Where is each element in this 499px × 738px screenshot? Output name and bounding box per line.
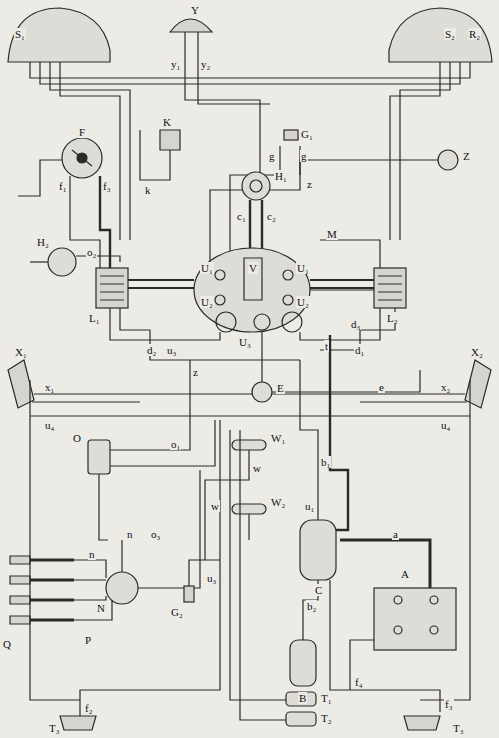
callout-letter: o₃	[150, 528, 161, 540]
callout-letter: K	[162, 116, 172, 128]
callout-letter: Y	[190, 4, 200, 16]
callout-letter: o₁	[170, 438, 181, 450]
callout-letter: Z	[462, 150, 471, 162]
callout-letter: O	[72, 432, 82, 444]
callout-letter: b₂	[306, 600, 317, 612]
callout-letter: d₁	[354, 344, 365, 356]
callout-letter: P	[84, 634, 92, 646]
callout-letter: o₂	[86, 246, 97, 258]
callout-letter: a	[392, 528, 399, 540]
callout-letter: L₂	[386, 312, 399, 324]
callout-letter: U₁	[200, 262, 214, 274]
callout-letter: R₂	[468, 28, 481, 40]
callout-letter: u₄	[44, 419, 55, 431]
callout-letter: T₃	[48, 722, 61, 734]
callout-letter: f₃	[102, 180, 112, 192]
callout-letter: x₁	[44, 381, 55, 393]
callout-letter: n	[126, 528, 134, 540]
callout-letter: k	[144, 184, 152, 196]
callout-letter: f₃	[444, 698, 454, 710]
callout-letter: U₃	[238, 336, 252, 348]
callout-letter: u₁	[304, 500, 315, 512]
callout-letter: u₃	[166, 344, 177, 356]
callout-letter: u₃	[206, 572, 217, 584]
callout-letter: C	[314, 584, 323, 596]
callout-letter: g	[268, 150, 276, 162]
callout-letter: n	[88, 548, 96, 560]
callout-letter: w	[210, 500, 220, 512]
callout-letter: T₃	[452, 722, 465, 734]
callout-letter: Q	[2, 638, 12, 650]
callout-letter: V	[248, 262, 258, 274]
callout-letter: W₂	[270, 496, 286, 508]
callout-letter: B	[298, 692, 307, 704]
callout-letter: e	[378, 381, 385, 393]
callout-letter: G₂	[170, 606, 184, 618]
callout-letter: f₂	[84, 702, 94, 714]
callout-letter: H₂	[36, 236, 50, 248]
callout-letter: t	[324, 340, 329, 352]
callout-letter: b₁	[320, 456, 331, 468]
callout-letter: c₂	[266, 210, 277, 222]
callout-letter: E	[276, 382, 285, 394]
callout-letter: X₂	[470, 346, 484, 358]
callout-letter: z	[306, 178, 313, 190]
callout-letter: w	[252, 462, 262, 474]
callout-letter: M	[326, 228, 338, 240]
callout-letter: y₂	[200, 58, 211, 70]
callout-letter: F	[78, 126, 86, 138]
callout-letter: X₁	[14, 346, 28, 358]
callout-letter: d₃	[350, 318, 361, 330]
callout-letter: N	[96, 602, 106, 614]
callout-letter: L₁	[88, 312, 101, 324]
callout-letter: U₂	[200, 296, 214, 308]
callout-letter: d₂	[146, 344, 157, 356]
callout-letter: G₁	[300, 128, 314, 140]
callout-letter: U₁	[296, 262, 310, 274]
callout-letter: f₁	[58, 180, 68, 192]
callout-letter: c₁	[236, 210, 247, 222]
callout-letter: S₂	[444, 28, 456, 40]
callout-letter: f₄	[354, 676, 364, 688]
callout-letter: T₁	[320, 692, 333, 704]
callout-letter: z	[192, 366, 199, 378]
callout-letter: H₁	[274, 170, 288, 182]
callout-letter: u₄	[440, 419, 451, 431]
callout-letter: y₁	[170, 58, 181, 70]
callout-letter: A	[400, 568, 410, 580]
callout-letter: g	[300, 150, 308, 162]
callout-letter: U₂	[296, 296, 310, 308]
callout-letter: x₂	[440, 381, 451, 393]
callout-letter: T₂	[320, 712, 333, 724]
callout-letter: S₁	[14, 28, 26, 40]
callout-letter: W₁	[270, 432, 286, 444]
